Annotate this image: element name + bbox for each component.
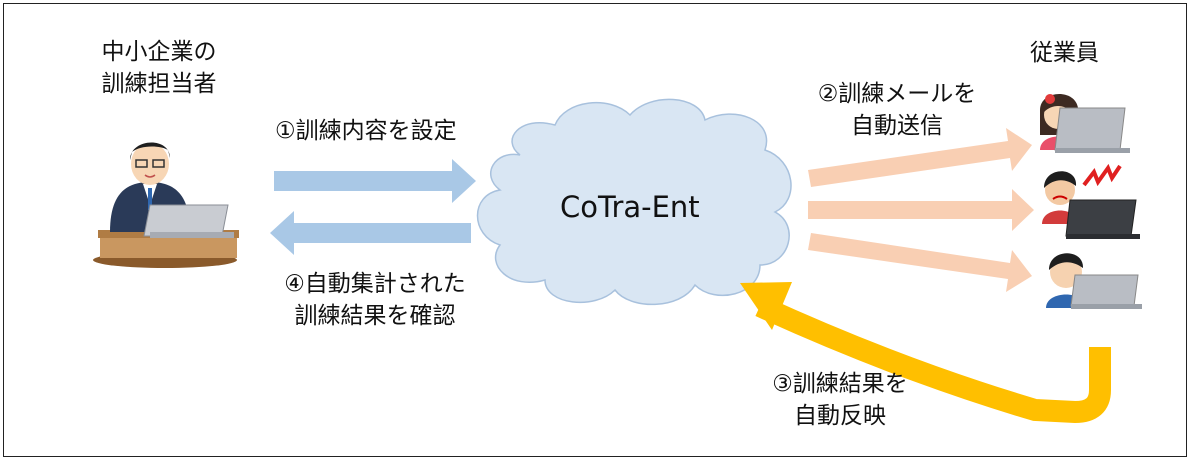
step2-label-line2: 自動送信	[851, 113, 943, 139]
step1-label: ①訓練内容を設定	[275, 118, 457, 144]
arrow-to-cloud	[274, 159, 476, 203]
step4-label: ④自動集計された 訓練結果を確認	[270, 268, 480, 332]
step2-label: ②訓練メールを 自動送信	[797, 78, 997, 142]
employee-illustration-3	[1046, 253, 1142, 309]
manager-illustration	[93, 142, 239, 268]
manager-role-label: 中小企業の 訓練担当者	[84, 36, 234, 100]
employees-label: 従業員	[1030, 40, 1099, 66]
arrow-results-return	[740, 282, 1111, 424]
employee-illustration-1	[1040, 93, 1130, 153]
arrow-mail-bottom	[808, 233, 1032, 292]
step3-label: ③訓練結果を 自動反映	[740, 368, 940, 432]
employee-illustration-2	[1042, 163, 1140, 239]
manager-label-line2: 訓練担当者	[101, 71, 217, 97]
arrow-mail-middle	[808, 189, 1034, 231]
manager-label-line1: 中小企業の	[101, 39, 217, 65]
cloud-label: CoTra-Ent	[560, 190, 700, 224]
step2-label-line1: ②訓練メールを	[817, 81, 977, 107]
arrow-from-cloud	[270, 211, 471, 255]
arrow-mail-top	[808, 128, 1032, 187]
diagram-frame	[3, 3, 1187, 457]
step3-label-line1: ③訓練結果を	[772, 371, 908, 397]
cloud-shape	[476, 98, 792, 306]
step4-label-line1: ④自動集計された	[284, 271, 466, 297]
step3-label-line2: 自動反映	[794, 403, 886, 429]
step4-label-line2: 訓練結果を確認	[294, 303, 456, 329]
